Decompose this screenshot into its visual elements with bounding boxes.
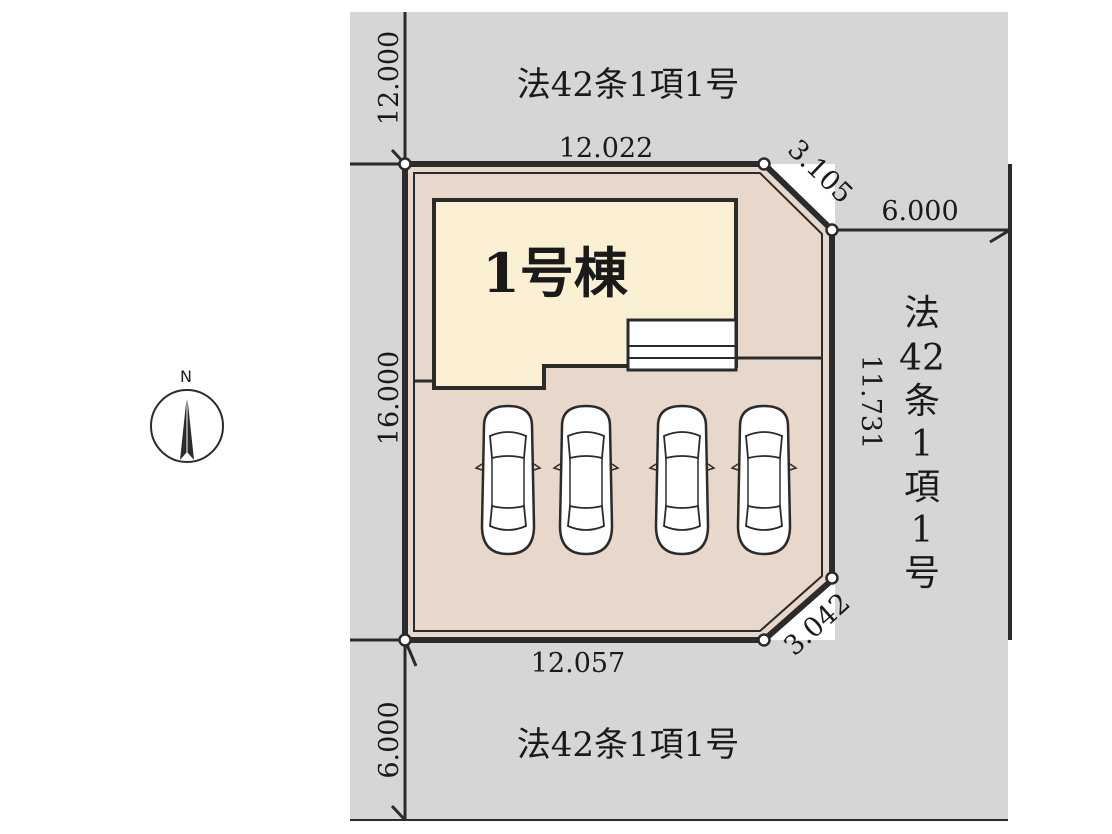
east-road-label-char: 条 bbox=[904, 381, 940, 422]
east-road-label-char: 1 bbox=[911, 424, 934, 465]
east-road-dim-arrow bbox=[989, 228, 1011, 244]
lot-east-edge-dimension: 11.731 bbox=[855, 355, 886, 449]
east-road-label-char: 法 bbox=[904, 293, 940, 334]
east-road-label: 法 42 条 1 項 1 号 bbox=[899, 293, 945, 594]
east-road-label-char: 1 bbox=[911, 510, 934, 551]
parking-car-3 bbox=[648, 404, 716, 556]
north-road bbox=[350, 12, 1008, 164]
east-road-width-dimension: 6.000 bbox=[881, 196, 958, 227]
east-road bbox=[835, 164, 1008, 640]
parking-car-2 bbox=[552, 404, 620, 556]
south-road bbox=[350, 640, 1008, 820]
north-compass: N bbox=[150, 367, 224, 463]
east-road-label-char: 号 bbox=[904, 553, 940, 594]
corner-markers bbox=[398, 157, 839, 647]
south-road-width-dimension: 6.000 bbox=[374, 701, 405, 778]
parking-car-4 bbox=[730, 404, 798, 556]
building-label: 1号棟 bbox=[482, 241, 629, 305]
east-road-label-char: 項 bbox=[904, 467, 940, 508]
north-road-width-dimension: 12.000 bbox=[374, 31, 405, 125]
north-road-label: 法42条1項1号 bbox=[517, 65, 740, 105]
south-road-label: 法42条1項1号 bbox=[517, 725, 740, 765]
lot-south-edge-dimension: 12.057 bbox=[531, 648, 625, 679]
lot-north-edge-dimension: 12.022 bbox=[559, 133, 653, 164]
parking-car-1 bbox=[474, 404, 542, 556]
north-label: N bbox=[180, 367, 192, 386]
south-road-dim-arrow bbox=[390, 804, 407, 822]
lot-inner-line bbox=[413, 172, 823, 632]
east-road-label-char: 42 bbox=[899, 338, 945, 379]
entrance-steps bbox=[626, 318, 738, 372]
lot-west-edge-dimension: 16.000 bbox=[374, 351, 405, 445]
west-road-strip bbox=[350, 164, 405, 640]
